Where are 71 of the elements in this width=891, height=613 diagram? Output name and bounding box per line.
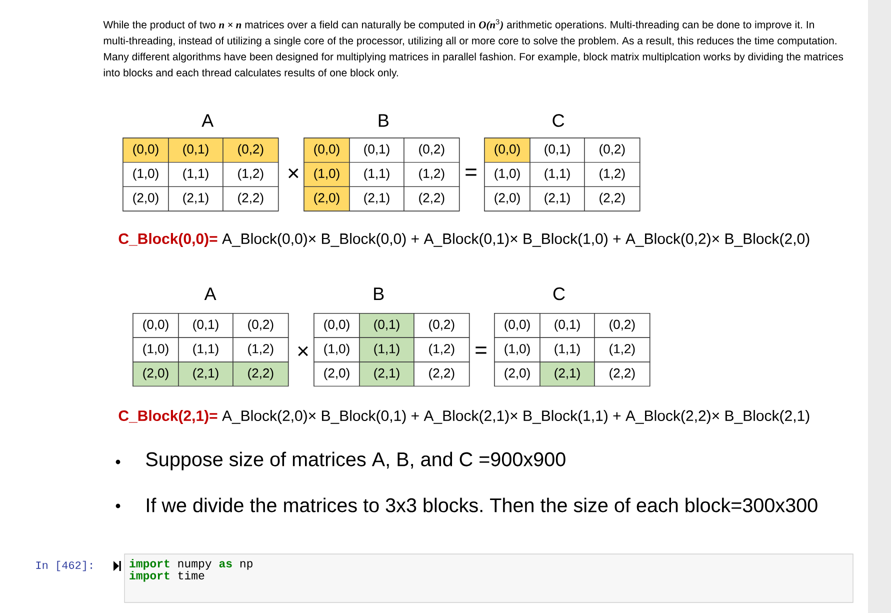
matrix-cell: (2,1) [359, 362, 414, 387]
matrix-cell: (0,2) [222, 138, 279, 163]
matrix-cell: (2,1) [540, 362, 595, 387]
matrix-heading: A [202, 114, 214, 127]
matrix-cell: (0,0) [484, 138, 530, 163]
matrix-cell: (0,0) [132, 313, 179, 338]
matrix-cell: (1,1) [530, 162, 585, 188]
bullet-text: If we divide the matrices to 3x3 blocks. Then the size of each block=300x300 [147, 498, 818, 512]
matrix-cell: (2,0) [304, 186, 350, 212]
matrix-cell: (0,0) [314, 313, 360, 338]
matrix-cell: (0,0) [304, 138, 350, 163]
matrix-cell: (2,1) [349, 186, 404, 212]
matrix-heading: C [553, 287, 565, 300]
matrix-cell: (2,2) [594, 362, 650, 387]
matrix-cell: (2,1) [178, 362, 234, 387]
formula: C_Block(2,1)= A_Block(2,0)× B_Block(0,1) + A_Block(2,1)× B_Block(1,1) + A_Block(2,2)× B_Block(2,1) [118, 410, 810, 424]
matrix-cell: (0,1) [359, 313, 414, 338]
paragraph: While the product of two n × n matrices over a field can naturally be computed in O(n$^{3}$) arithmetic operations. Multi-threading can be done to improve it. In multi-threading, instead of utilizing a single core of the processor, utilizing all or more core to solve the problem. As a result, this reduces the time computation. Many different algorithms have been designed for multiplying matrices in parallel fashion. For example, block matrix multiplcation works by dividing the matrices into blocks and each thread calculates results of one block only. [103, 19, 844, 78]
matrix-cell: (1,1) [349, 162, 404, 188]
multiplication-sign: × [298, 346, 308, 356]
matrix-cell: (1,2) [594, 337, 650, 362]
matrix-cell: (1,1) [178, 337, 234, 362]
matrix-heading: B [378, 114, 388, 127]
prompt-label: In [462]: [36, 560, 92, 572]
equals-sign: = [466, 168, 476, 176]
matrix-cell: (0,0) [494, 313, 540, 338]
matrix-cell: (2,2) [232, 362, 289, 387]
matrix-cell: (2,2) [414, 362, 470, 387]
matrix-cell: (2,1) [530, 186, 585, 212]
matrix-cell: (1,0) [132, 337, 179, 362]
matrix-cell: (1,1) [540, 337, 595, 362]
matrix-cell: (0,0) [122, 138, 169, 163]
matrix-cell: (1,0) [314, 337, 360, 362]
matrix-cell: (1,1) [168, 162, 224, 188]
matrix-heading: B [374, 288, 384, 300]
matrix-cell: (2,1) [168, 186, 224, 212]
matrix-cell: (0,1) [168, 138, 224, 163]
matrix-cell: (1,0) [494, 337, 540, 362]
matrix-cell: (2,0) [314, 362, 360, 387]
bullet-text: Suppose size of matrices A, B, and C =900x900 [146, 452, 566, 470]
formula: C_Block(0,0)= A_Block(0,0)× B_Block(0,0) + A_Block(0,1)× B_Block(1,0) + A_Block(0,2)× B_Block(2,0) [118, 233, 810, 247]
matrix-cell: (0,1) [349, 138, 404, 163]
matrix-cell: (1,2) [232, 337, 289, 362]
matrix-cell: (0,2) [584, 138, 640, 163]
matrix-cell: (0,1) [178, 313, 234, 338]
matrix-cell: (2,0) [494, 362, 540, 387]
matrix-heading: A [204, 288, 216, 300]
matrix-cell: (1,0) [304, 162, 350, 188]
matrix-cell: (0,2) [232, 313, 289, 338]
equals-sign: = [476, 346, 486, 354]
matrix-cell: (0,1) [540, 313, 595, 338]
matrix-cell: (1,0) [122, 162, 169, 188]
matrix-cell: (0,2) [404, 138, 460, 163]
matrix-cell: (0,2) [414, 313, 470, 338]
matrix-cell: (1,0) [484, 162, 530, 188]
matrix-cell: (0,1) [530, 138, 585, 163]
matrix-cell: (1,1) [359, 337, 414, 362]
matrix-cell: (2,2) [222, 186, 279, 212]
code-cell: import numpy as np import time [124, 554, 854, 603]
matrix-cell: (1,2) [584, 162, 640, 188]
matrix-cell: (2,2) [404, 186, 460, 212]
matrix-cell: (2,0) [132, 362, 179, 387]
matrix-cell: (2,2) [584, 186, 640, 212]
matrix-cell: (1,2) [404, 162, 460, 188]
matrix-cell: (0,2) [594, 313, 650, 338]
matrix-cell: (2,0) [122, 186, 169, 212]
multiplication-sign: × [288, 168, 298, 178]
matrix-cell: (1,2) [222, 162, 279, 188]
matrix-cell: (2,0) [484, 186, 530, 212]
matrix-cell: (1,2) [414, 337, 470, 362]
matrix-heading: C [552, 114, 564, 127]
